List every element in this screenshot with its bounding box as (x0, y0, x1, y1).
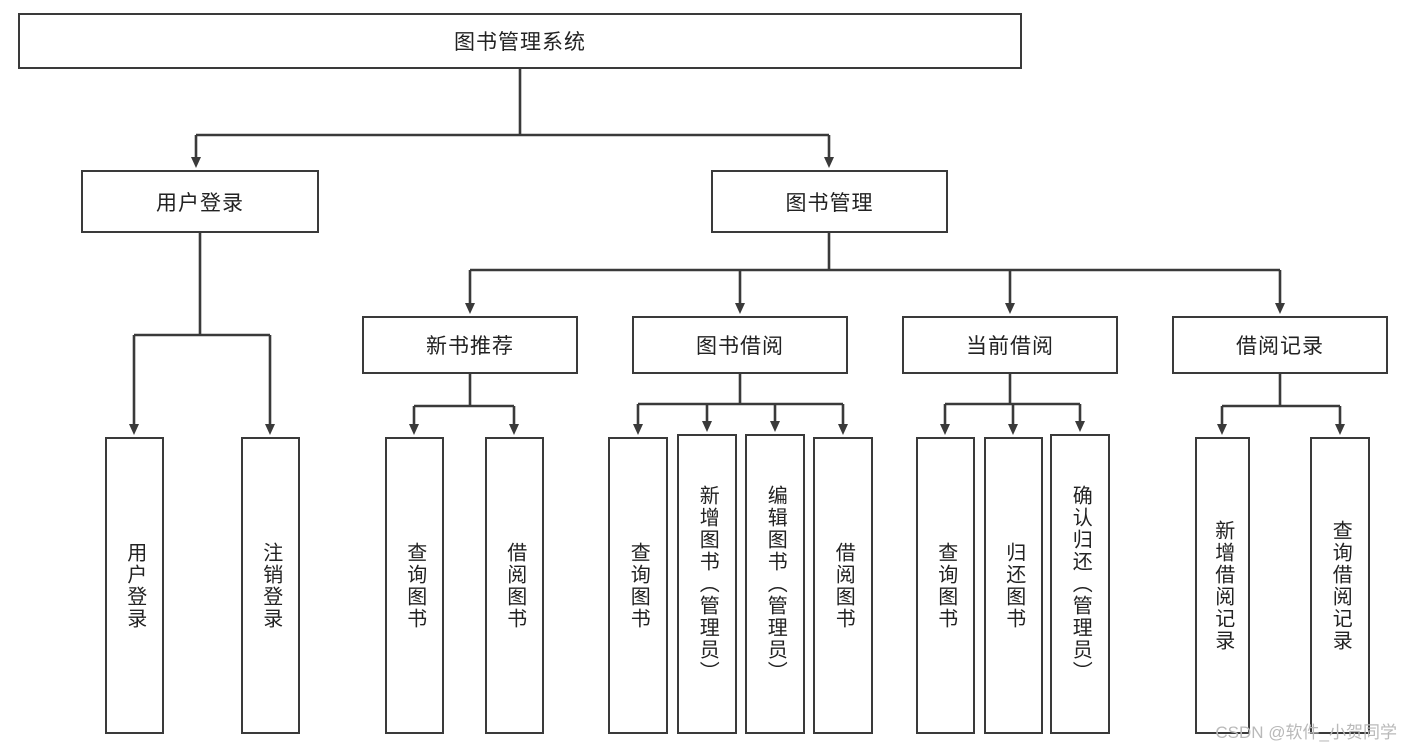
node-current-borrow-label: 当前借阅 (966, 335, 1054, 358)
leaf-add-book-admin[interactable]: 新增图书（管理员） (677, 434, 737, 734)
leaf-query-book-borrow-label: 查询图书 (627, 541, 650, 630)
leaf-return-book[interactable]: 归还图书 (984, 437, 1043, 734)
leaf-edit-book-admin[interactable]: 编辑图书（管理员） (745, 434, 805, 734)
leaf-query-book-recommend[interactable]: 查询图书 (385, 437, 444, 734)
leaf-borrow-book-recommend[interactable]: 借阅图书 (485, 437, 544, 734)
node-new-book-recommend[interactable]: 新书推荐 (362, 316, 578, 374)
leaf-borrow-book-recommend-label: 借阅图书 (503, 541, 526, 630)
node-book-management[interactable]: 图书管理 (711, 170, 948, 233)
node-user-login[interactable]: 用户登录 (81, 170, 319, 233)
node-borrow-record-label: 借阅记录 (1236, 335, 1324, 358)
leaf-user-logout[interactable]: 注销登录 (241, 437, 300, 734)
node-root[interactable]: 图书管理系统 (18, 13, 1022, 69)
leaf-add-borrow-record[interactable]: 新增借阅记录 (1195, 437, 1250, 734)
leaf-user-login-label: 用户登录 (123, 541, 146, 630)
node-book-management-label: 图书管理 (785, 191, 874, 215)
leaf-confirm-return-admin[interactable]: 确认归还（管理员） (1050, 434, 1110, 734)
node-root-label: 图书管理系统 (454, 31, 586, 54)
leaf-query-borrow-record-label: 查询借阅记录 (1329, 519, 1352, 652)
node-borrow-record[interactable]: 借阅记录 (1172, 316, 1388, 374)
leaf-query-book-recommend-label: 查询图书 (403, 541, 426, 630)
node-book-borrow-label: 图书借阅 (696, 335, 784, 358)
leaf-query-borrow-record[interactable]: 查询借阅记录 (1310, 437, 1370, 734)
leaf-user-logout-label: 注销登录 (259, 541, 282, 630)
leaf-query-book-current[interactable]: 查询图书 (916, 437, 975, 734)
leaf-confirm-return-admin-label: 确认归还（管理员） (1069, 485, 1092, 683)
node-new-book-recommend-label: 新书推荐 (426, 335, 514, 358)
watermark: CSDN @软件_小贺同学 (1215, 723, 1397, 742)
node-book-borrow[interactable]: 图书借阅 (632, 316, 848, 374)
leaf-edit-book-admin-label: 编辑图书（管理员） (764, 485, 787, 683)
leaf-add-borrow-record-label: 新增借阅记录 (1211, 519, 1234, 652)
leaf-borrow-book[interactable]: 借阅图书 (813, 437, 873, 734)
node-current-borrow[interactable]: 当前借阅 (902, 316, 1118, 374)
leaf-query-book-borrow[interactable]: 查询图书 (608, 437, 668, 734)
leaf-query-book-current-label: 查询图书 (934, 541, 957, 630)
leaf-user-login[interactable]: 用户登录 (105, 437, 164, 734)
leaf-borrow-book-label: 借阅图书 (832, 541, 855, 630)
leaf-return-book-label: 归还图书 (1002, 541, 1025, 630)
node-user-login-label: 用户登录 (156, 191, 244, 215)
leaf-add-book-admin-label: 新增图书（管理员） (696, 485, 719, 683)
